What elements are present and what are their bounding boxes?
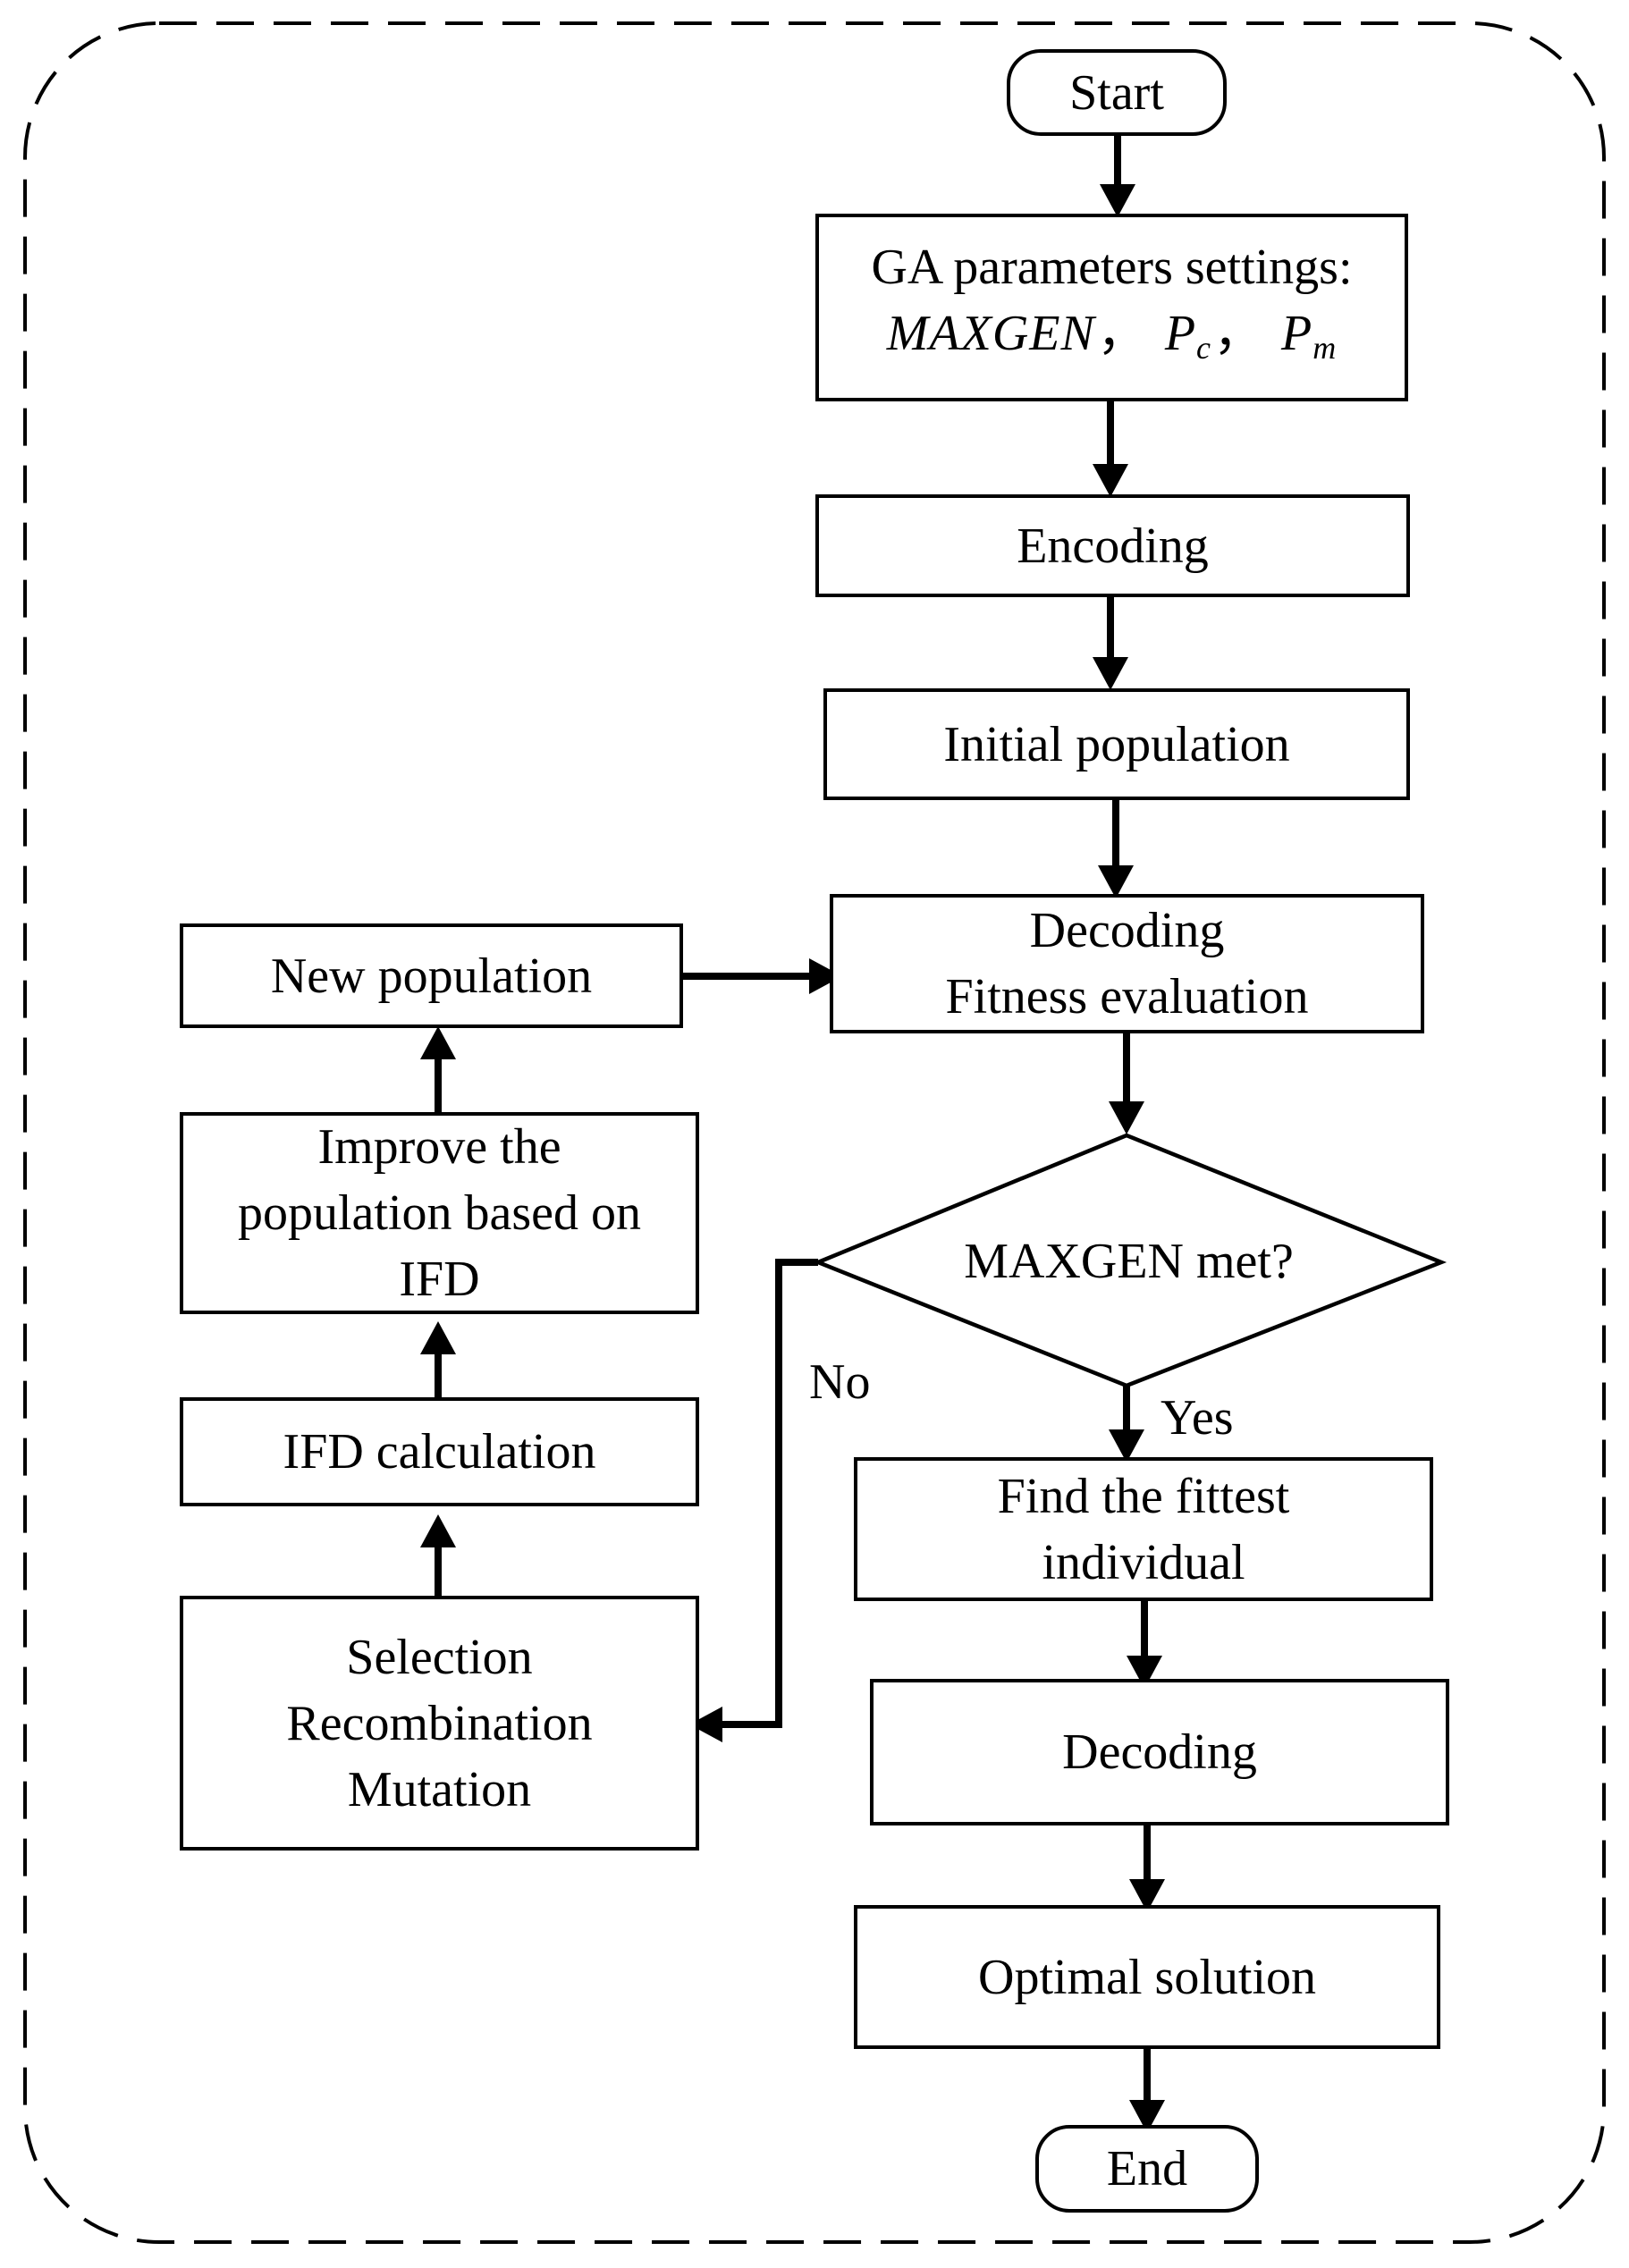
decoding-fitness-box: Decoding Fitness evaluation [830, 894, 1424, 1033]
no-label: No [809, 1354, 871, 1410]
arrowhead-12 [420, 1321, 456, 1354]
yes-label: Yes [1161, 1390, 1234, 1446]
new-population-box: New population [180, 923, 683, 1028]
optimal-solution-box: Optimal solution [854, 1905, 1440, 2049]
end-label: End [1106, 2141, 1188, 2196]
ifd-calculation-label: IFD calculation [283, 1424, 596, 1480]
initial-population-label: Initial population [943, 716, 1290, 772]
optimal-solution-label: Optimal solution [978, 1949, 1316, 2005]
arrowhead-9 [1129, 2100, 1165, 2133]
improve-line2: population based on [237, 1185, 642, 1241]
decision-diamond [813, 1133, 1448, 1388]
arrowhead-5 [1109, 1101, 1144, 1134]
improve-line3: IFD [399, 1252, 480, 1307]
start-terminal: Start [1007, 49, 1227, 136]
operators-line3: Mutation [347, 1761, 532, 1817]
arrowhead-6 [1109, 1429, 1144, 1463]
arrowhead-14 [809, 958, 842, 994]
pc-symbol: P [1164, 306, 1197, 361]
find-fittest-line2: individual [1042, 1534, 1245, 1590]
separator: ， [1096, 306, 1148, 361]
end-terminal: End [1035, 2125, 1259, 2213]
arrowhead-2 [1093, 464, 1128, 497]
arrowhead-7 [1127, 1656, 1162, 1689]
pc-subscript: c [1196, 330, 1212, 366]
ga-settings-title: GA parameters settings: [871, 240, 1353, 295]
ga-settings-box: GA parameters settings: MAXGEN， Pc， Pm [815, 214, 1408, 401]
separator: ， [1213, 306, 1265, 361]
operators-box: Selection Recombination Mutation [180, 1596, 699, 1851]
start-label: Start [1069, 64, 1164, 121]
operators-line1: Selection [346, 1629, 533, 1685]
decision-label: MAXGEN met? [964, 1234, 1294, 1289]
arrowhead-11 [420, 1514, 456, 1547]
arrowhead-4 [1098, 865, 1134, 898]
pm-subscript: m [1312, 330, 1338, 366]
arrowhead-13 [420, 1026, 456, 1059]
arrowhead-8 [1129, 1879, 1165, 1912]
decoding-label: Decoding [1062, 1724, 1257, 1780]
improve-line1: Improve the [317, 1119, 561, 1175]
encoding-box: Encoding [815, 494, 1410, 597]
find-fittest-line1: Find the fittest [997, 1468, 1290, 1524]
encoding-label: Encoding [1017, 518, 1209, 574]
operators-line2: Recombination [286, 1695, 593, 1751]
ga-settings-formula: MAXGEN， Pc， Pm [887, 300, 1337, 381]
ifd-calculation-box: IFD calculation [180, 1397, 699, 1506]
find-fittest-box: Find the fittest individual [854, 1457, 1433, 1601]
pm-symbol: P [1281, 306, 1313, 361]
decoding-fitness-line2: Fitness evaluation [945, 969, 1309, 1024]
maxgen-symbol: MAXGEN [886, 306, 1095, 361]
initial-population-box: Initial population [823, 688, 1410, 800]
new-population-label: New population [270, 948, 593, 1004]
improve-population-box: Improve the population based on IFD [180, 1112, 699, 1314]
decoding-box: Decoding [870, 1679, 1449, 1825]
arrowhead-10 [689, 1707, 722, 1742]
arrowhead-3 [1093, 657, 1128, 690]
dashed-frame [23, 21, 1606, 2244]
decoding-fitness-line1: Decoding [1029, 903, 1225, 958]
arrow-decision-no-to-operators [705, 1259, 818, 1728]
arrowhead-1 [1100, 184, 1135, 217]
